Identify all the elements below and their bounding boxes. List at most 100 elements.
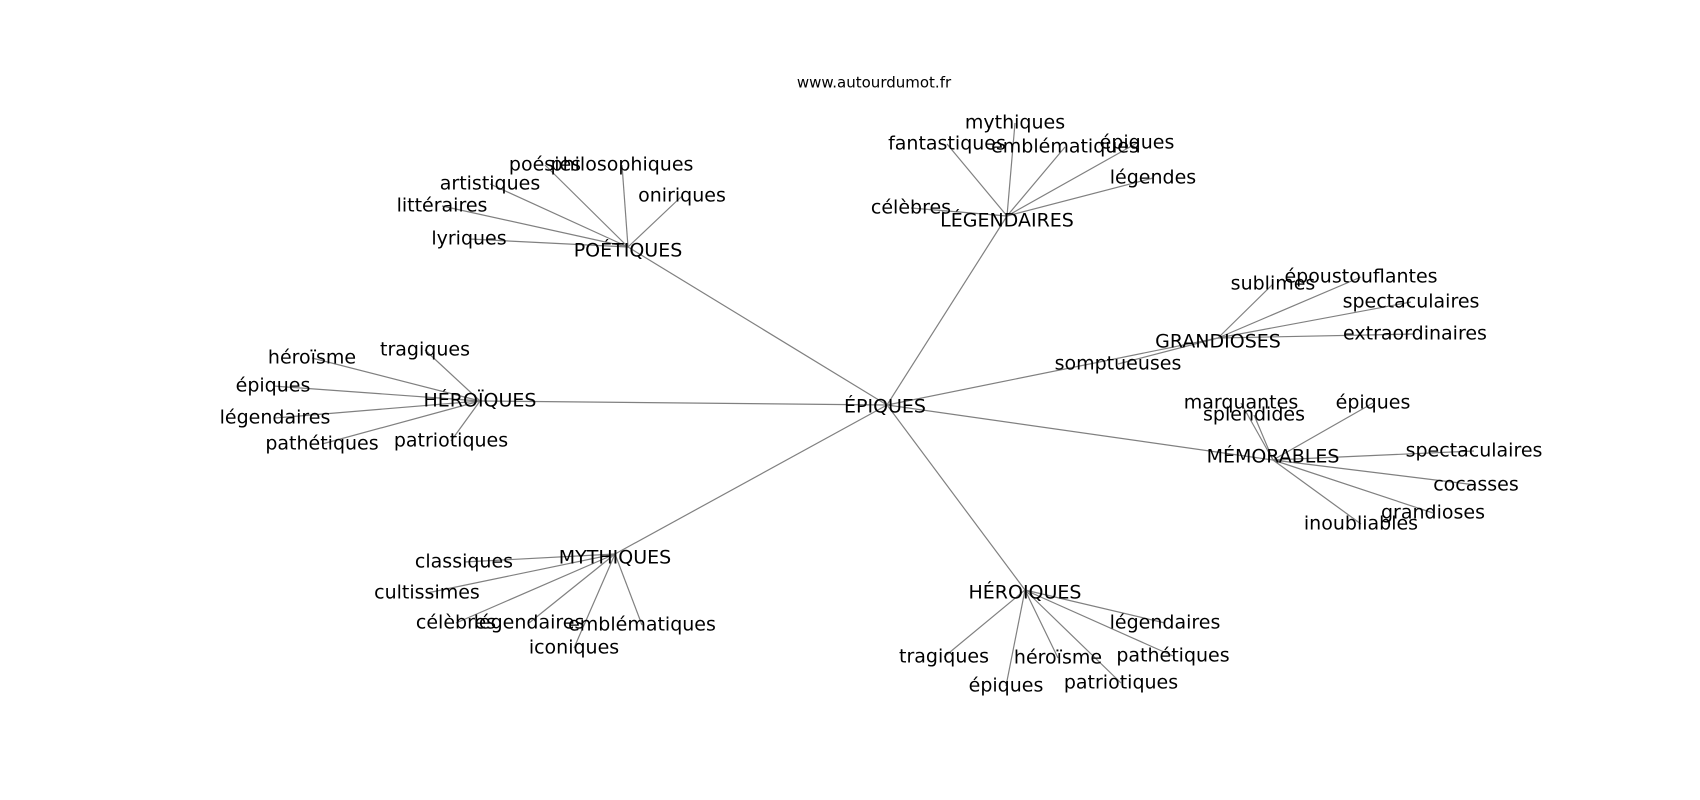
leaf-node-label: splendides (1203, 404, 1305, 426)
edge-hub-leaf (455, 553, 616, 624)
edge-hub-leaf (910, 207, 1008, 217)
leaf-node-label: sublimes (1231, 273, 1316, 295)
edge-hub-leaf (1240, 402, 1274, 461)
leaf-node-label: classiques (415, 551, 513, 573)
edge-hub-leaf (1217, 276, 1362, 339)
leaf-node-label: extraordinaires (1343, 323, 1487, 345)
edge-center-hub (479, 400, 888, 406)
edge-hub-leaf (321, 400, 481, 445)
hub-node-label: LÉGENDAIRES (940, 209, 1074, 232)
leaf-node-label: grandioses (1381, 502, 1485, 524)
hub-node-label: GRANDIOSES (1155, 331, 1281, 353)
leaf-node-label: héroïsme (1014, 647, 1102, 669)
edge-hub-leaf (1272, 459, 1362, 525)
leaf-node-label: patriotiques (1064, 672, 1178, 694)
hub-node-label: POÉTIQUES (574, 239, 683, 262)
edge-hub-leaf (1272, 459, 1477, 486)
leaf-node-label: spectaculaires (1406, 440, 1543, 462)
edge-hub-leaf (1272, 402, 1374, 461)
leaf-node-label: légendaires (1110, 612, 1221, 634)
hub-node-label: HÉROIQUES (969, 581, 1082, 604)
edge-hub-leaf (1006, 177, 1154, 217)
edge-hub-leaf (1006, 122, 1016, 217)
leaf-node-label: mythiques (965, 112, 1065, 134)
leaf-node-label: légendaires (220, 407, 331, 429)
edge-hub-leaf (528, 553, 616, 624)
edge-center-hub (886, 404, 1026, 591)
edge-hub-leaf (311, 357, 481, 402)
edge-hub-leaf (1005, 589, 1026, 687)
edge-hub-leaf (424, 349, 481, 402)
edge-hub-leaf (463, 553, 616, 563)
edge-hub-leaf (1024, 589, 1166, 624)
leaf-node-label: lyriques (431, 228, 506, 250)
leaf-node-label: épiques (1100, 132, 1175, 154)
edge-center-hub (614, 404, 888, 555)
edge-hub-leaf (1272, 459, 1434, 514)
leaf-node-label: poésies (509, 154, 581, 176)
edge-hub-leaf (573, 553, 616, 649)
leaf-node-label: somptueuses (1055, 353, 1182, 375)
leaf-node-label: légendaires (474, 612, 585, 634)
hub-node-label: MÉMORABLES (1207, 445, 1340, 468)
leaf-node-label: tragiques (899, 646, 989, 668)
leaf-node-label: marquantes (1184, 392, 1298, 414)
edge-hub-leaf (272, 385, 481, 402)
leaf-node-label: célèbres (416, 612, 496, 634)
leaf-node-label: patriotiques (394, 430, 508, 452)
edge-hub-leaf (468, 238, 629, 248)
edge-hub-leaf (544, 164, 629, 248)
edge-hub-leaf (1217, 301, 1412, 339)
edge-hub-leaf (1024, 589, 1174, 657)
leaf-node-label: époustouflantes (1284, 266, 1437, 288)
leaf-node-label: cultissimes (374, 582, 480, 604)
edge-center-hub (886, 215, 1008, 406)
site-watermark: www.autourdumot.fr (797, 74, 952, 92)
leaf-node-label: iconiques (529, 637, 619, 659)
leaf-node-label: cocasses (1433, 474, 1519, 496)
hub-node-label: MYTHIQUES (559, 547, 671, 569)
edge-hub-leaf (1117, 337, 1219, 365)
leaf-node-label: emblématiques (568, 614, 716, 636)
edge-hub-leaf (450, 400, 481, 442)
edge-hub-leaf (614, 553, 643, 626)
edge-hub-leaf (1272, 450, 1475, 461)
edge-center-hub (886, 337, 1219, 406)
edge-hub-leaf (441, 205, 629, 248)
edge-hub-leaf (1024, 589, 1059, 659)
leaf-node-label: légendes (1110, 167, 1196, 189)
leaf-node-label: spectaculaires (1343, 291, 1480, 313)
graph-edges (272, 122, 1477, 687)
edge-hub-leaf (1006, 142, 1138, 217)
leaf-node-label: littéraires (397, 195, 488, 217)
edge-hub-leaf (489, 183, 629, 248)
leaf-node-label: pathétiques (1116, 645, 1229, 667)
edge-center-hub (627, 246, 888, 406)
leaf-node-label: emblématiques (991, 136, 1139, 158)
hub-node-label: HÉROÏQUES (424, 389, 537, 412)
edge-center-hub (886, 404, 1274, 461)
leaf-node-label: épiques (969, 675, 1044, 697)
leaf-node-label: épiques (1336, 392, 1411, 414)
leaf-node-label: artistiques (440, 173, 541, 195)
edge-hub-leaf (946, 143, 1008, 217)
leaf-node-label: épiques (236, 375, 311, 397)
edge-hub-leaf (274, 400, 481, 419)
edge-hub-leaf (621, 164, 629, 248)
leaf-node-label: tragiques (380, 339, 470, 361)
edge-hub-leaf (943, 589, 1026, 658)
edge-hub-leaf (1253, 414, 1274, 461)
leaf-node-label: héroïsme (268, 347, 356, 369)
leaf-node-label: fantastiques (888, 133, 1006, 155)
leaf-node-label: oniriques (638, 185, 726, 207)
edge-hub-leaf (1006, 146, 1066, 217)
edge-hub-leaf (1024, 589, 1122, 684)
edge-hub-leaf (426, 553, 616, 594)
leaf-node-label: philosophiques (551, 154, 694, 176)
edge-hub-leaf (627, 195, 683, 248)
center-node-label: ÉPIQUES (844, 395, 926, 418)
leaf-node-label: pathétiques (265, 433, 378, 455)
edge-hub-leaf (1217, 333, 1416, 339)
